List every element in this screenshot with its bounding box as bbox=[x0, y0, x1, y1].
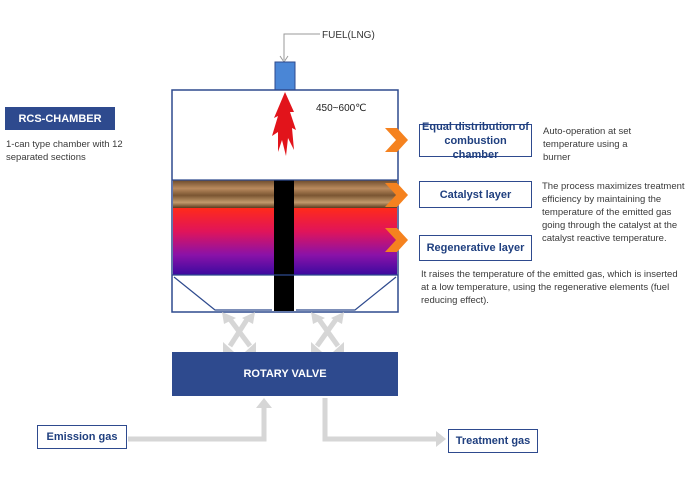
flow-arrowheads bbox=[222, 312, 344, 354]
regenerative-description: It raises the temperature of the emitted… bbox=[421, 269, 678, 306]
emission-flow-arrowhead bbox=[256, 398, 272, 408]
regenerative-pointer-icon bbox=[385, 228, 408, 252]
treatment-flow-arrowhead bbox=[436, 431, 446, 447]
combustion-chamber-label: Equal distribution of combustion chamber bbox=[419, 121, 532, 161]
flame-icon bbox=[272, 92, 296, 156]
combustion-pointer-icon bbox=[385, 128, 408, 152]
regenerative-layer-left bbox=[173, 208, 274, 275]
emission-flow-line bbox=[128, 408, 267, 442]
regenerative-layer-label: Regenerative layer bbox=[419, 235, 532, 261]
rcs-chamber-badge: RCS-CHAMBER bbox=[5, 107, 115, 130]
catalyst-layer-left bbox=[173, 180, 274, 208]
hopper-left bbox=[173, 276, 272, 311]
catalyst-layer-label: Catalyst layer bbox=[419, 181, 532, 208]
burner-nozzle bbox=[274, 61, 296, 91]
treatment-flow-line bbox=[322, 398, 436, 442]
emission-gas-label: Emission gas bbox=[37, 425, 127, 449]
flow-arrows bbox=[227, 316, 341, 348]
rotary-valve: ROTARY VALVE bbox=[172, 352, 398, 396]
catalyst-pointer-icon bbox=[385, 183, 408, 207]
regenerative-layer-right bbox=[294, 208, 397, 275]
catalyst-description: The process maximizes treatment efficien… bbox=[542, 181, 685, 244]
catalyst-layer-right bbox=[294, 180, 397, 208]
temperature-label: 450~600℃ bbox=[316, 103, 367, 114]
combustion-description: Auto-operation at set temperature using … bbox=[543, 126, 632, 163]
fuel-leader-line bbox=[283, 33, 320, 60]
treatment-gas-label: Treatment gas bbox=[448, 429, 538, 453]
fuel-label: FUEL(LNG) bbox=[322, 30, 375, 41]
center-divider bbox=[274, 180, 294, 311]
hopper-right bbox=[296, 276, 397, 311]
chamber-description: 1-can type chamber with 12 separated sec… bbox=[6, 139, 123, 163]
